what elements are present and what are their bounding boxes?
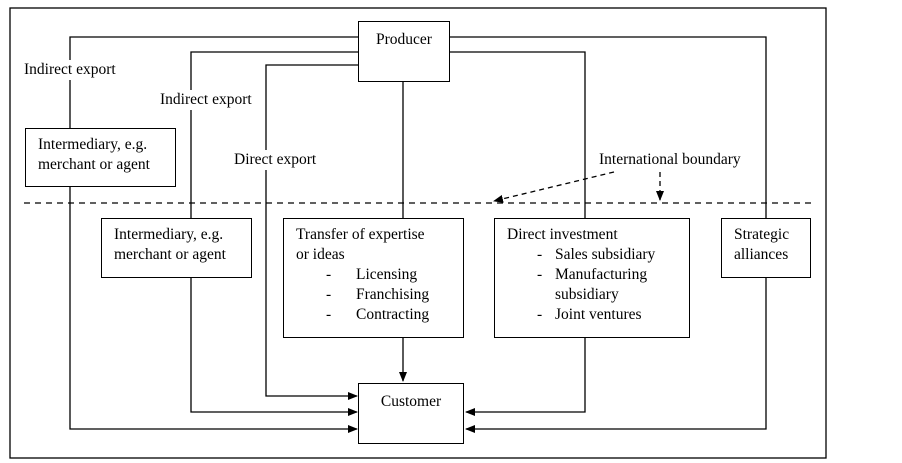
transfer-item-label: Franchising	[356, 286, 430, 303]
direct-investment-item-joint: - Joint ventures	[507, 305, 689, 325]
bullet-dash: -	[537, 246, 543, 263]
bullet-dash: -	[326, 306, 332, 323]
arrow-intermediary-left-to-customer	[69, 187, 358, 433]
direct-investment-item-sales: - Sales subsidiary	[507, 245, 689, 265]
line-producer-to-intermediary-mid	[190, 51, 358, 218]
arrow-direct-export	[265, 64, 358, 400]
direct-investment-item-subsidiary: subsidiary	[507, 285, 689, 305]
transfer-item-label: Licensing	[356, 266, 418, 283]
strategic-line-2: alliances	[734, 246, 789, 263]
strategic-line-1: Strategic	[734, 226, 790, 243]
arrow-intermediary-mid-to-customer	[190, 278, 358, 416]
intermediary-mid-line-1: Intermediary, e.g.	[114, 226, 224, 243]
direct-investment-item-manufacturing: - Manufacturing	[507, 265, 689, 285]
direct-investment-item-label: subsidiary	[555, 286, 619, 303]
bullet-dash: -	[537, 266, 543, 283]
intermediary-box-left: Intermediary, e.g. merchant or agent	[25, 128, 176, 187]
direct-investment-title: Direct investment	[507, 226, 618, 243]
bullet-dash: -	[326, 286, 332, 303]
arrow-boundary-pointer-left	[493, 171, 615, 203]
line-producer-to-direct-investment	[450, 51, 586, 218]
transfer-title-line-1: Transfer of expertise	[296, 226, 425, 243]
bullet-dash: -	[537, 306, 543, 323]
strategic-alliances-box: Strategic alliances	[721, 218, 811, 278]
transfer-box: Transfer of expertise or ideas - Licensi…	[283, 218, 464, 338]
direct-investment-box: Direct investment - Sales subsidiary - M…	[494, 218, 690, 338]
line-producer-to-strategic	[450, 36, 767, 218]
intermediary-box-mid: Intermediary, e.g. merchant or agent	[101, 218, 252, 278]
customer-box: Customer	[358, 383, 464, 444]
line-producer-to-intermediary-left	[69, 36, 358, 128]
transfer-title-line-2: or ideas	[296, 246, 345, 263]
intermediary-left-line-2: merchant or agent	[38, 156, 150, 173]
direct-investment-item-label: Sales subsidiary	[555, 246, 656, 263]
intermediary-left-line-1: Intermediary, e.g.	[38, 136, 148, 153]
arrow-strategic-to-customer	[465, 278, 767, 433]
bullet-dash: -	[326, 266, 332, 283]
producer-label: Producer	[376, 30, 432, 48]
direct-investment-item-label: Manufacturing	[555, 266, 648, 283]
label-indirect-export-2: Indirect export	[158, 90, 254, 110]
intermediary-mid-line-2: merchant or agent	[114, 246, 226, 263]
label-direct-export: Direct export	[232, 150, 319, 170]
label-indirect-export-1: Indirect export	[22, 60, 118, 80]
direct-investment-item-label: Joint ventures	[555, 306, 642, 323]
transfer-item-licensing: - Licensing	[296, 265, 463, 285]
customer-label: Customer	[380, 393, 442, 410]
bullet-dash	[507, 285, 555, 305]
outer-frame	[9, 7, 827, 459]
transfer-item-franchising: - Franchising	[296, 285, 463, 305]
label-international-boundary: International boundary	[597, 150, 743, 170]
transfer-item-label: Contracting	[356, 306, 430, 323]
arrow-direct-investment-to-customer	[465, 338, 586, 416]
producer-box: Producer	[358, 21, 450, 82]
transfer-item-contracting: - Contracting	[296, 305, 463, 325]
